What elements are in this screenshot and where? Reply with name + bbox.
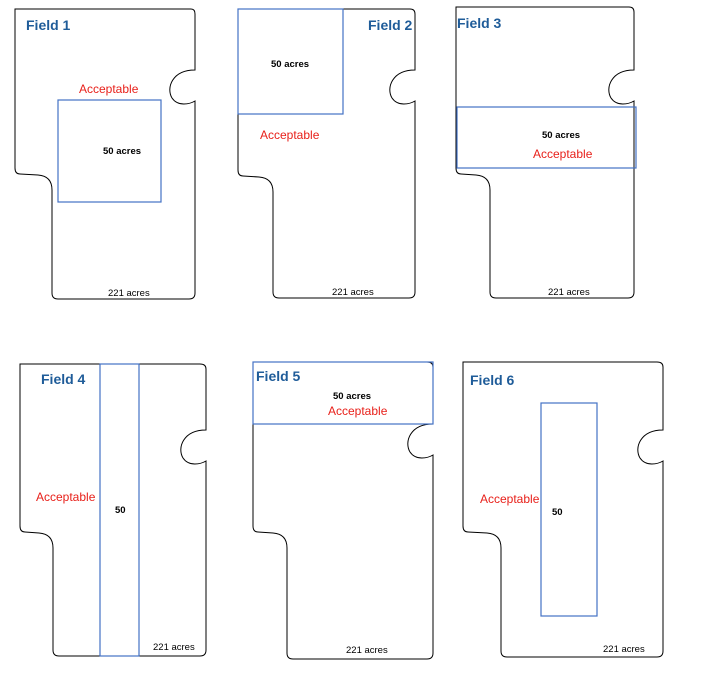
field-2-plot-label: 50 acres [271,59,309,70]
field-5-title: Field 5 [256,368,301,384]
field-4-plot-label: 50 [115,505,126,516]
field-2-panel: Field 2 50 acres Acceptable 221 acres [237,8,416,299]
field-1-plot-label: 50 acres [103,146,141,157]
field-5-status: Acceptable [328,404,388,418]
field-6-outline [462,361,664,658]
field-2-plot-area [237,8,344,115]
field-4-title: Field 4 [41,371,86,387]
field-3-status: Acceptable [533,147,593,161]
field-6-plot-area [540,402,598,617]
field-5-plot-label: 50 acres [333,391,371,402]
field-4-outline [19,363,207,657]
field-2-title: Field 2 [368,17,413,33]
field-1-title: Field 1 [26,17,71,33]
field-4-status: Acceptable [36,490,96,504]
field-4-panel: Field 4 Acceptable 50 221 acres [19,363,207,657]
field-3-outline [455,6,635,299]
field-4-plot-area [99,363,140,657]
field-3-total: 221 acres [548,287,590,298]
field-3-title: Field 3 [457,15,502,31]
field-4-total: 221 acres [153,642,195,653]
field-5-plot-area [252,361,434,425]
field-1-outline [14,8,196,300]
field-5-total: 221 acres [346,645,388,656]
field-6-panel: Field 6 Acceptable 50 221 acres [462,361,664,658]
field-1-panel: Field 1 Acceptable 50 acres 221 acres [14,8,196,300]
field-6-plot-label: 50 [552,507,563,518]
field-1-plot-area [57,99,162,203]
field-3-plot-label: 50 acres [542,130,580,141]
field-3-panel: Field 3 50 acres Acceptable 221 acres [455,6,637,299]
field-2-total: 221 acres [332,287,374,298]
field-3-plot-area [456,106,637,169]
field-5-panel: Field 5 50 acres Acceptable 221 acres [252,361,434,660]
field-2-status: Acceptable [260,128,320,142]
field-6-title: Field 6 [470,372,515,388]
field-2-outline [237,8,416,299]
field-6-total: 221 acres [603,644,645,655]
field-1-total: 221 acres [108,288,150,299]
field-6-status: Acceptable [480,492,540,506]
field-1-status: Acceptable [79,82,139,96]
